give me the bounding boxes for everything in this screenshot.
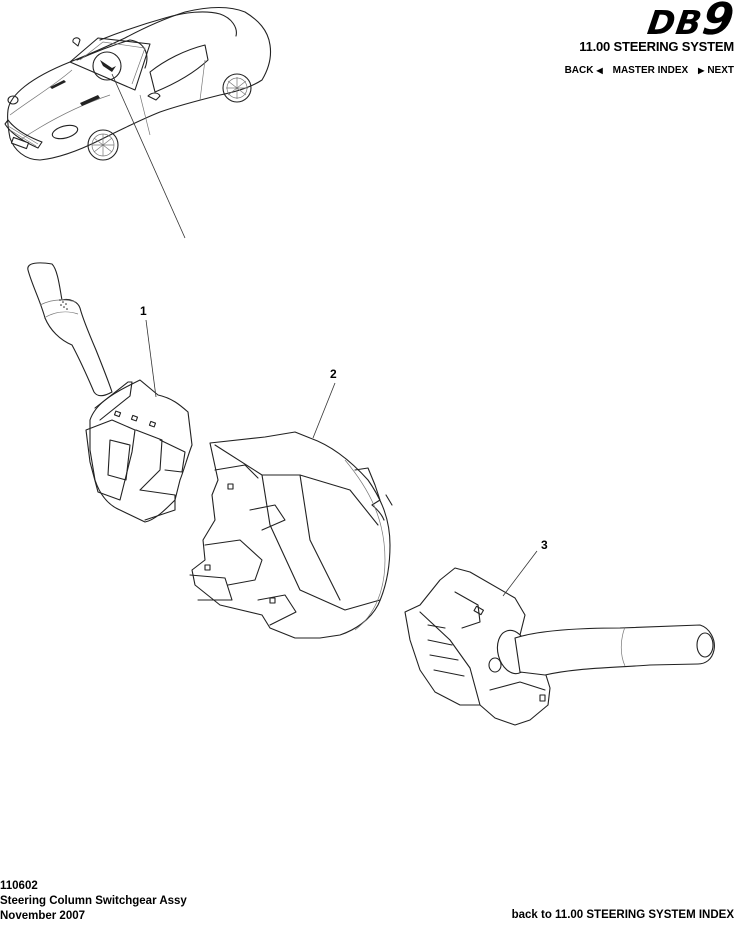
part-1-left-stalk-switch bbox=[27, 262, 193, 523]
triangle-right-icon: ▶ bbox=[698, 66, 705, 75]
part-3-right-stalk-switch bbox=[404, 567, 715, 726]
callout-1: 1 bbox=[140, 304, 147, 318]
back-to-section-index-link[interactable]: back to 11.00 STEERING SYSTEM INDEX bbox=[511, 909, 734, 921]
publication-date: November 2007 bbox=[0, 910, 86, 922]
back-label: BACK bbox=[564, 65, 594, 76]
callout-2: 2 bbox=[330, 367, 337, 381]
car-locator-illustration bbox=[4, 6, 272, 239]
part-title: Steering Column Switchgear Assy bbox=[0, 895, 187, 907]
master-index-label: MASTER INDEX bbox=[612, 65, 689, 76]
back-link[interactable]: BACK ◀ bbox=[565, 65, 603, 76]
next-label: NEXT bbox=[707, 65, 734, 76]
part-number: 110602 bbox=[0, 880, 38, 892]
section-title: 11.00 STEERING SYSTEM bbox=[579, 39, 734, 54]
footer-part-info: 110602 Steering Column Switchgear Assy N… bbox=[0, 879, 187, 924]
triangle-left-icon: ◀ bbox=[596, 66, 603, 75]
page-navigation: BACK ◀ MASTER INDEX ▶ NEXT bbox=[565, 65, 734, 76]
master-index-link[interactable]: MASTER INDEX bbox=[613, 65, 689, 76]
part-2-clock-spring bbox=[189, 431, 393, 639]
callout-3: 3 bbox=[541, 538, 548, 552]
exploded-parts-diagram: 1 2 3 bbox=[4, 6, 715, 726]
next-link[interactable]: ▶ NEXT bbox=[698, 65, 734, 76]
